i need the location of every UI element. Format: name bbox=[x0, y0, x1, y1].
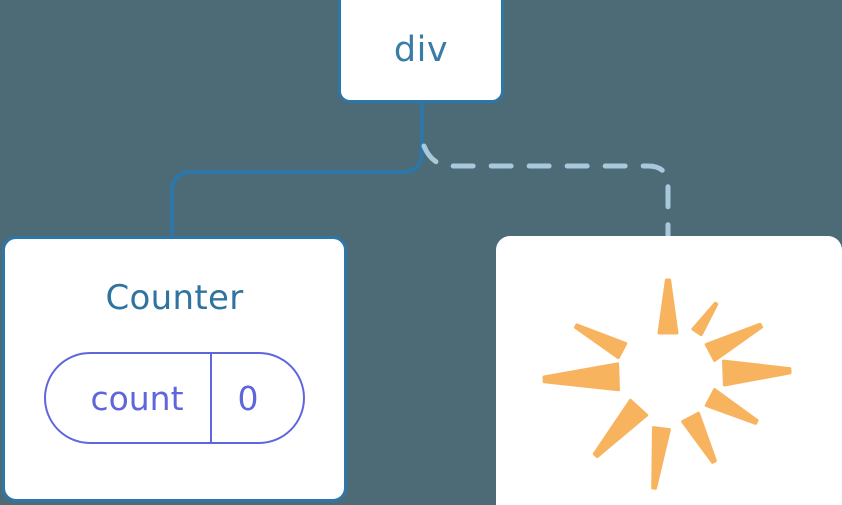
sparkle-ray-4 bbox=[704, 388, 759, 425]
node-div[interactable]: div bbox=[338, 0, 504, 103]
node-highlight[interactable] bbox=[496, 236, 842, 505]
sparkle-ray-5 bbox=[681, 411, 717, 464]
sparkle-ray-7 bbox=[592, 398, 649, 459]
sparkle-ray-2 bbox=[704, 322, 763, 362]
state-divider bbox=[209, 354, 212, 442]
sparkle-ray-1 bbox=[691, 301, 719, 337]
sparkle-ray-6 bbox=[651, 426, 671, 490]
sparkle-ray-group bbox=[542, 278, 792, 490]
sparkle-ray-8 bbox=[542, 362, 620, 392]
edge-div-to-counter bbox=[170, 99, 424, 240]
sparkle-ray-0 bbox=[657, 278, 679, 335]
sparkle-burst-icon bbox=[542, 278, 792, 490]
node-counter-label: Counter bbox=[105, 278, 244, 318]
edge-div-to-highlight bbox=[421, 143, 671, 241]
sparkle-ray-3 bbox=[722, 359, 792, 387]
node-counter[interactable]: Counter count 0 bbox=[2, 236, 347, 502]
state-key: count bbox=[90, 378, 184, 418]
state-value: 0 bbox=[237, 378, 259, 418]
node-div-label: div bbox=[393, 29, 449, 70]
sparkle-ray-9 bbox=[574, 323, 628, 360]
state-pill-count[interactable]: count 0 bbox=[44, 352, 305, 444]
